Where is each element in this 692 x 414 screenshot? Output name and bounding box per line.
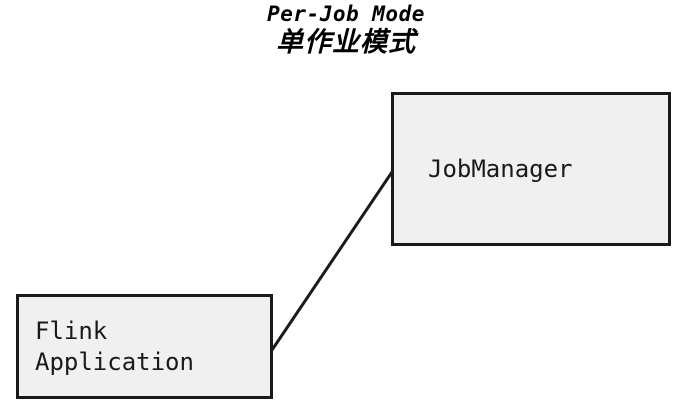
node-jobmanager[interactable]: JobManager [391,92,671,246]
node-jobmanager-label: JobManager [428,154,573,183]
node-flink-application[interactable]: Flink Application [16,294,273,399]
node-flink-application-label: Flink Application [35,316,194,376]
edge-flink-application-to-jobmanager [270,171,394,351]
